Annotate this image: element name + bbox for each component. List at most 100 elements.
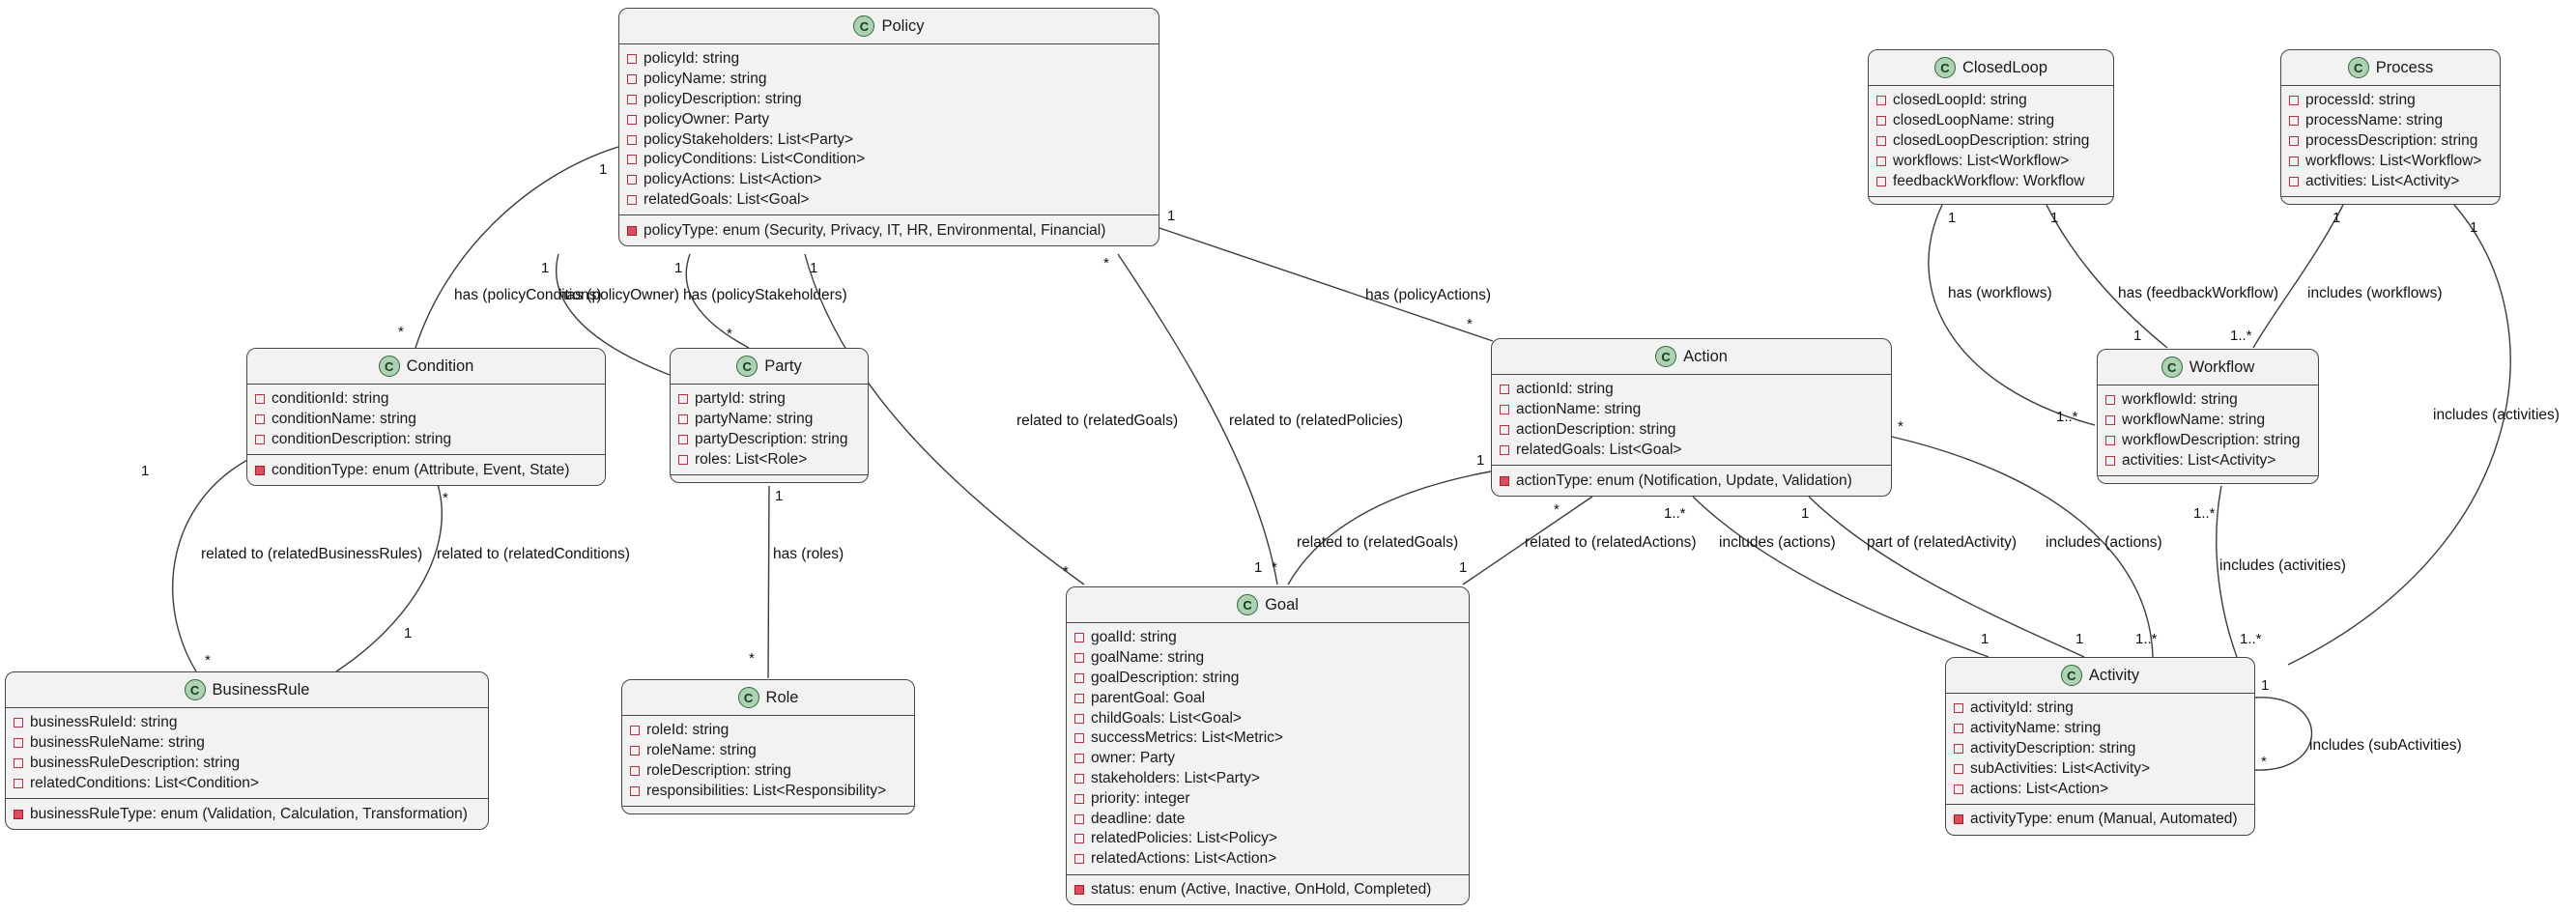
multiplicity-label: 1..* <box>2135 631 2158 647</box>
attribute-row: activities: List<Activity> <box>2289 171 2494 191</box>
attribute-text: activityName: string <box>1970 720 2102 737</box>
attribute-text: actions: List<Action> <box>1970 780 2109 797</box>
class-name: Goal <box>1265 595 1299 613</box>
attribute-text: feedbackWorkflow: Workflow <box>1893 172 2085 189</box>
multiplicity-label: * <box>727 326 732 342</box>
multiplicity-label: 1 <box>404 625 412 642</box>
multiplicity-label: 1..* <box>2230 328 2252 344</box>
edge-policy-party-owner <box>555 253 671 376</box>
private-field-icon <box>627 94 637 104</box>
attribute-row: partyId: string <box>678 389 862 410</box>
edge-policy-condition <box>415 146 619 349</box>
multiplicity-label: 1 <box>1459 559 1467 576</box>
private-field-icon <box>627 74 637 85</box>
private-field-icon <box>14 757 23 768</box>
multiplicity-label: 1..* <box>1664 505 1686 522</box>
class-circle-icon: C <box>378 356 400 377</box>
private-field-icon <box>255 394 265 405</box>
edge-closedloop-workflow-feedback <box>2046 204 2168 349</box>
multiplicity-label: * <box>1554 501 1560 518</box>
attribute-row: processDescription: string <box>2289 131 2494 152</box>
class-name: ClosedLoop <box>1961 58 2048 76</box>
multiplicity-label: 1..* <box>2056 409 2078 425</box>
private-field-icon <box>1074 773 1084 784</box>
attribute-text: parentGoal: Goal <box>1091 689 1206 706</box>
multiplicity-label: 1 <box>1981 631 1989 647</box>
attribute-text: processId: string <box>2305 92 2416 109</box>
attribute-text: businessRuleName: string <box>30 734 205 752</box>
attribute-row: policyOwner: Party <box>627 109 1153 129</box>
attribute-row: relatedConditions: List<Condition> <box>14 773 482 793</box>
attribute-text: deadline: date <box>1091 810 1186 827</box>
private-field-icon <box>1074 813 1084 824</box>
attribute-text: policyActions: List<Action> <box>644 171 822 188</box>
empty-compartment <box>2098 475 2318 483</box>
class-circle-icon: C <box>853 15 875 37</box>
attribute-row: conditionDescription: string <box>255 430 599 450</box>
attribute-text: relatedPolicies: List<Policy> <box>1091 830 1277 847</box>
attribute-row: roleId: string <box>630 721 908 741</box>
attribute-row: partyDescription: string <box>678 430 862 450</box>
enum-text: businessRuleType: enum (Validation, Calc… <box>30 805 468 822</box>
attribute-text: policyName: string <box>644 71 767 88</box>
enum-field-icon <box>1500 475 1509 486</box>
edge-label-policy-action: has (policyActions) <box>1365 287 1491 303</box>
multiplicity-label: * <box>398 324 404 340</box>
attribute-row: actionDescription: string <box>1500 420 1885 441</box>
private-field-icon <box>627 54 637 65</box>
enum-row: actionType: enum (Notification, Update, … <box>1500 471 1885 491</box>
enum-text: activityType: enum (Manual, Automated) <box>1970 811 2238 828</box>
multiplicity-label: 1 <box>1801 505 1809 522</box>
private-field-icon <box>1954 724 1963 734</box>
enum-field-icon <box>1954 814 1963 825</box>
private-field-icon <box>1954 763 1963 774</box>
attribute-row: roleDescription: string <box>630 761 908 782</box>
attribute-text: owner: Party <box>1091 750 1176 767</box>
class-name: Activity <box>2088 666 2140 684</box>
multiplicity-label: 1..* <box>2240 631 2262 647</box>
private-field-icon <box>627 175 637 185</box>
attribute-row: relatedGoals: List<Goal> <box>1500 440 1885 460</box>
edge-goal-action-relatedactions <box>1462 496 1593 585</box>
private-field-icon <box>2105 435 2115 445</box>
multiplicity-label: * <box>1063 563 1069 580</box>
attribute-row: workflows: List<Workflow> <box>1876 151 2107 171</box>
attribute-row: relatedGoals: List<Goal> <box>627 190 1153 211</box>
edge-action-goal-relatedgoals <box>1287 471 1492 585</box>
attribute-row: activityId: string <box>1954 699 2248 719</box>
attribute-row: workflowId: string <box>2105 390 2312 411</box>
private-field-icon <box>14 778 23 788</box>
class-name: Condition <box>406 357 474 375</box>
private-field-icon <box>630 785 640 796</box>
private-field-icon <box>630 726 640 736</box>
attribute-row: closedLoopId: string <box>1876 91 2107 111</box>
edge-label-workflow-activity-includes: includes (activities) <box>2219 557 2346 574</box>
multiplicity-label: 1 <box>2050 210 2058 226</box>
enum-row: conditionType: enum (Attribute, Event, S… <box>255 460 599 480</box>
edge-activity-self-subactivities <box>2254 697 2313 771</box>
class-name: Process <box>2375 58 2434 76</box>
edge-label-activity-action-includes-2: includes (actions) <box>2046 534 2162 551</box>
attribute-text: businessRuleDescription: string <box>30 754 241 771</box>
private-field-icon <box>1074 633 1084 643</box>
edge-party-role-has <box>767 485 770 679</box>
attribute-text: actionName: string <box>1516 401 1642 418</box>
attribute-row: businessRuleDescription: string <box>14 754 482 774</box>
edge-policy-goal-relatedgoals <box>804 253 1085 585</box>
attribute-text: childGoals: List<Goal> <box>1091 709 1242 727</box>
private-field-icon <box>14 738 23 749</box>
attribute-text: policyDescription: string <box>644 90 802 107</box>
attribute-row: workflows: List<Workflow> <box>2289 151 2494 171</box>
edge-condition-businessrule <box>171 458 250 672</box>
edge-label-process-activity-includes: includes (activities) <box>2433 407 2560 423</box>
multiplicity-label: 1 <box>141 463 149 479</box>
